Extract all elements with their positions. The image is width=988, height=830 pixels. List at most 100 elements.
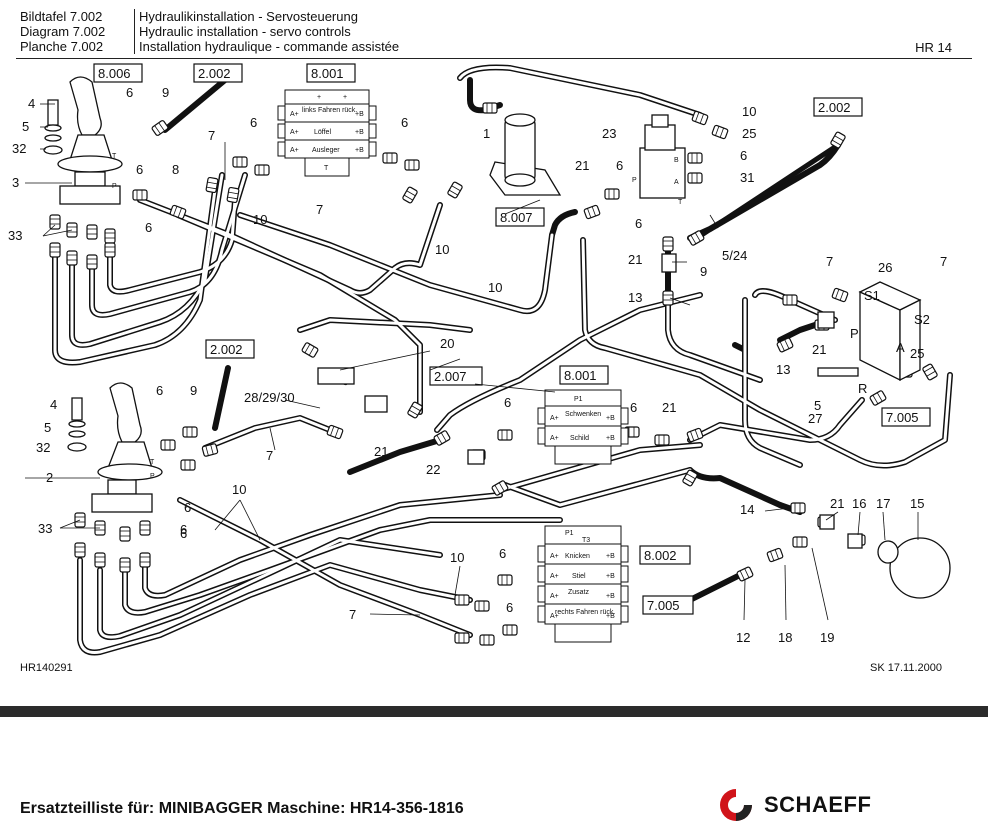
ref-7-005: 7.005 xyxy=(886,410,919,425)
part-number: 6 xyxy=(504,395,511,410)
part-number: 12 xyxy=(736,630,750,645)
part-number: 6 xyxy=(250,115,257,130)
port-label: P xyxy=(632,177,637,184)
part-number: 6 xyxy=(156,383,163,398)
fittings xyxy=(49,102,939,646)
manifold-t-label: T3 xyxy=(582,537,590,544)
valve-block-26 xyxy=(817,281,922,382)
part-number: 6 xyxy=(136,162,143,177)
part-number: 2 xyxy=(46,470,53,485)
model-label: HR 14 xyxy=(915,40,952,55)
part-number: 25 xyxy=(910,346,924,361)
port-a-label: A+ xyxy=(550,593,559,600)
part-number: 10 xyxy=(450,550,464,565)
joystick-upper xyxy=(43,76,123,205)
port-b-label: +B xyxy=(355,147,364,154)
port-b-label: +B xyxy=(355,129,364,136)
port-label: A xyxy=(896,340,905,355)
port-b-label: +B xyxy=(606,573,615,580)
part-number: 10 xyxy=(232,482,246,497)
port-b-label: +B xyxy=(606,593,615,600)
part-number: 6 xyxy=(180,526,187,541)
manifold-top-plus: + xyxy=(343,94,347,101)
port-label: P xyxy=(112,183,117,190)
ref-2-007: 2.007 xyxy=(434,369,467,384)
manifold-row-label: links Fahren rück. xyxy=(302,107,357,114)
ref-8-007: 8.007 xyxy=(500,210,533,225)
part-number: 6 xyxy=(184,500,191,515)
part-number: 18 xyxy=(778,630,792,645)
part-number: 21 xyxy=(830,496,844,511)
part-number: 6 xyxy=(180,522,187,537)
manifold-p-label: P1 xyxy=(565,530,574,537)
port-b-label: +B xyxy=(606,553,615,560)
joystick-lower xyxy=(67,382,163,513)
part-number: 7 xyxy=(349,607,356,622)
drawing-number-en: Diagram 7.002 xyxy=(20,24,106,39)
manifold-bottom xyxy=(537,525,629,643)
part-number: 6 xyxy=(499,546,506,561)
part-number: 10 xyxy=(742,104,756,119)
hydraulic-diagram: + + A+ links Fahren rück. +B A+ Löffel +… xyxy=(8,63,953,656)
port-b-label: +B xyxy=(355,111,364,118)
part-number: 6 xyxy=(740,148,747,163)
port-label: T xyxy=(678,199,683,206)
part-number: 28/29/30 xyxy=(244,390,295,405)
port-label: P xyxy=(850,326,859,341)
ref-2-002: 2.002 xyxy=(818,100,851,115)
title-en: Hydraulic installation - servo controls xyxy=(139,24,351,39)
port-label: T xyxy=(150,459,155,466)
part-number: 3 xyxy=(12,175,19,190)
header-rule xyxy=(16,58,972,59)
ref-2-002: 2.002 xyxy=(210,342,243,357)
schaeff-logo-icon xyxy=(720,789,752,821)
part-number: 13 xyxy=(776,362,790,377)
part-number: 5 xyxy=(22,119,29,134)
port-b-label: +B xyxy=(606,415,615,422)
port-b-label: +B xyxy=(606,613,615,620)
part-number: 21 xyxy=(812,342,826,357)
part-number: 4 xyxy=(50,397,57,412)
part-number: 17 xyxy=(876,496,890,511)
port-label: B xyxy=(674,157,679,164)
reference-labels: 8.006 2.002 8.001 2.002 8.007 2.002 2.00… xyxy=(98,66,919,613)
manifold-top-plus: + xyxy=(317,94,321,101)
ref-8-001: 8.001 xyxy=(564,368,597,383)
drawing-code: HR140291 xyxy=(20,662,73,674)
part-number: 16 xyxy=(852,496,866,511)
servo-valve-ports: P A B T P T P T xyxy=(112,153,683,480)
part-number: 21 xyxy=(628,252,642,267)
parts-list-title: Ersatzteilliste für: MINIBAGGER Maschine… xyxy=(20,800,464,817)
part-number: 33 xyxy=(8,228,22,243)
drawing-number-fr: Planche 7.002 xyxy=(20,39,104,54)
ref-7-005: 7.005 xyxy=(647,598,680,613)
tee-fittings xyxy=(317,253,835,530)
drawing-date: SK 17.11.2000 xyxy=(870,662,942,674)
part-number: 6 xyxy=(635,216,642,231)
part-number: 6 xyxy=(145,220,152,235)
part-number: 8 xyxy=(172,162,179,177)
title-de: Hydraulikinstallation - Servosteuerung xyxy=(139,9,358,24)
ref-8-002: 8.002 xyxy=(644,548,677,563)
port-label: S2 xyxy=(914,312,930,327)
part-number: 32 xyxy=(36,440,50,455)
reference-boxes xyxy=(93,63,931,615)
part-number: 6 xyxy=(401,115,408,130)
port-a-label: A+ xyxy=(290,111,299,118)
port-b-label: +B xyxy=(606,435,615,442)
part-number: 4 xyxy=(28,96,35,111)
part-number: 31 xyxy=(740,170,754,185)
part-number: 7 xyxy=(266,448,273,463)
ref-2-002: 2.002 xyxy=(198,66,231,81)
part-number: 5/24 xyxy=(722,248,747,263)
part-number: 21 xyxy=(662,400,676,415)
part-number: 21 xyxy=(374,444,388,459)
part-number: 22 xyxy=(426,462,440,477)
port-a-label: A+ xyxy=(290,147,299,154)
part-number: 15 xyxy=(910,496,924,511)
part-number: 10 xyxy=(435,242,449,257)
part-number: 19 xyxy=(820,630,834,645)
part-number: 26 xyxy=(878,260,892,275)
part-number: 25 xyxy=(742,126,756,141)
manifold-middle xyxy=(537,389,629,465)
